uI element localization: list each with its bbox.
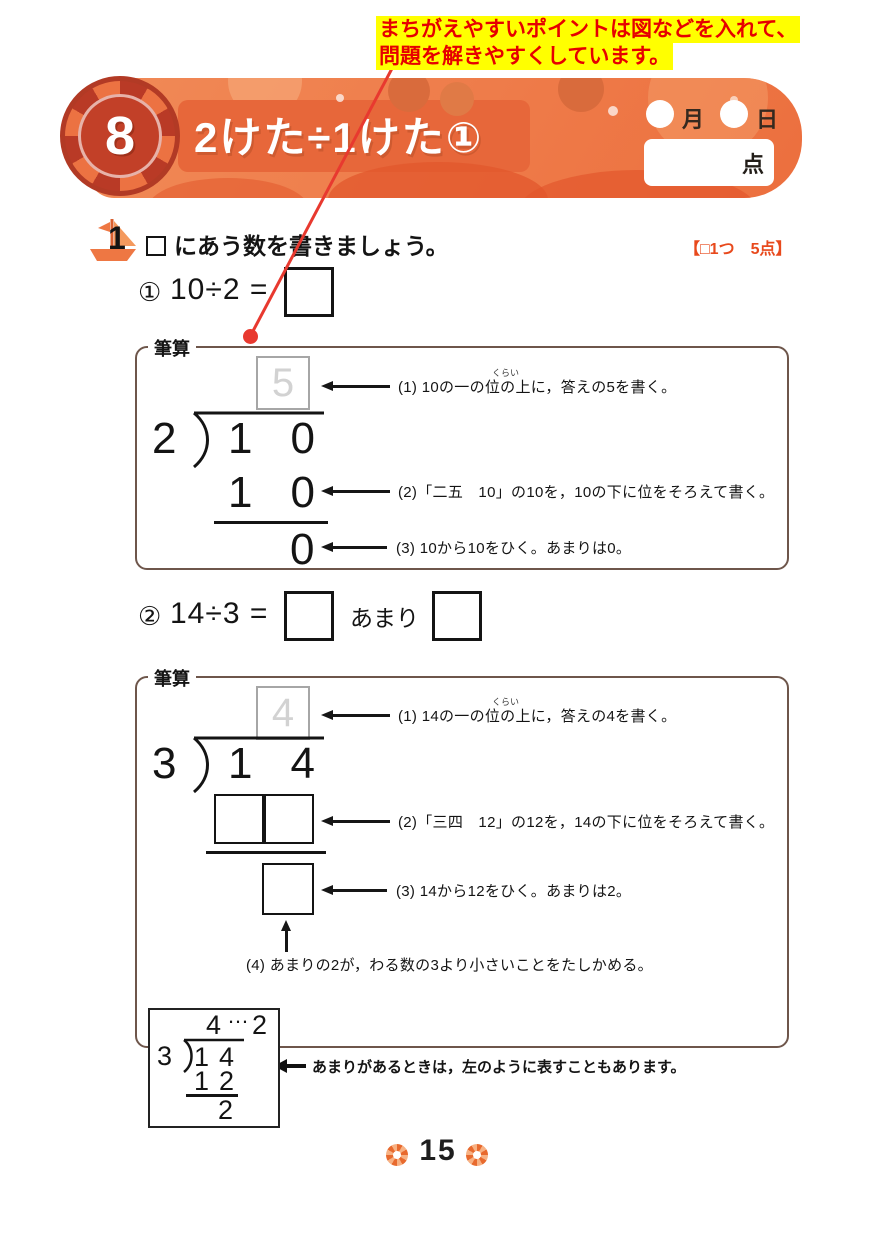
problem2-step-3: (3) 14から12をひく。あまりは2。 <box>396 883 632 900</box>
callout-pointer-dot <box>243 329 258 344</box>
month-input-circle[interactable] <box>646 100 674 128</box>
section-instruction-text: にあう数を書きましょう。 <box>174 233 449 259</box>
example-remainder-top: 2 <box>252 1010 268 1040</box>
problem2-remainder-label: あまり <box>350 605 419 631</box>
annotation-line-2: 問題を解きやすくしています。 <box>376 43 674 70</box>
division-bracket <box>183 1038 244 1073</box>
problem2-product-tens-box[interactable] <box>214 794 264 844</box>
problem1-furigana: くらい <box>492 368 520 378</box>
problem1-quotient-hint: 5 <box>271 360 295 405</box>
lesson-number: 8 <box>104 106 136 166</box>
banner-decoration <box>336 94 344 102</box>
left-arrow-icon <box>321 486 390 495</box>
page-title: 2けた÷1けた① <box>194 114 484 161</box>
problem1-step-1: (1) 10の一の位の上に，答えの5を書く。 <box>398 379 677 396</box>
problem1-expression: 10÷2 = <box>170 273 269 306</box>
month-label: 月 <box>682 107 705 132</box>
score-input-box[interactable]: 点 <box>644 139 774 186</box>
example-divisor: 3 <box>157 1041 173 1071</box>
problem2-dividend: 14 <box>228 739 353 788</box>
left-arrow-icon <box>274 1059 306 1073</box>
problem1-step-3: (3) 10から10をひく。あまりは0。 <box>396 540 632 557</box>
problem2-number: ② <box>138 601 162 631</box>
example-product: 12 <box>194 1066 245 1096</box>
subtraction-line <box>214 521 328 524</box>
day-label: 日 <box>756 107 779 132</box>
annotation-callout: まちがえやすいポイントは図などを入れて、 問題を解きやすくしています。 <box>376 16 801 70</box>
problem2-step-2: (2)「三四 12」の12を，14の下に位をそろえて書く。 <box>398 814 775 831</box>
example-remainder-dots: … <box>227 1003 249 1036</box>
flower-icon <box>466 1144 488 1166</box>
lesson-number-badge: 8 <box>60 76 180 196</box>
problem1-quotient-box[interactable]: 5 <box>256 356 310 410</box>
left-arrow-icon <box>321 816 390 825</box>
problem2-answer-box[interactable] <box>284 591 334 641</box>
page-number: 15 <box>419 1134 457 1167</box>
problem2-step-1: (1) 14の一の位の上に，答えの4を書く。 <box>398 708 677 725</box>
banner-decoration <box>388 78 430 112</box>
dots-glyph: … <box>227 1003 249 1028</box>
example-quotient: 4 <box>206 1010 222 1040</box>
section-instruction: にあう数を書きましょう。 <box>146 227 449 261</box>
problem1-dividend: 10 <box>228 414 353 463</box>
subtraction-line <box>206 851 326 854</box>
problem1-hissan-box <box>135 346 789 570</box>
points-label: 点 <box>741 151 764 177</box>
problem1-hissan-label: 筆算 <box>148 335 196 361</box>
banner-decoration <box>148 178 308 198</box>
left-arrow-icon <box>321 381 390 390</box>
blank-square-icon <box>146 236 166 256</box>
subtraction-line <box>186 1094 238 1097</box>
scoring-note: 【□1つ 5点】 <box>684 241 792 258</box>
example-dividend: 14 <box>194 1042 245 1072</box>
problem1-divisor: 2 <box>152 414 177 463</box>
problem2-hissan-box <box>135 676 789 1048</box>
problem2-furigana: くらい <box>492 697 520 707</box>
day-input-circle[interactable] <box>720 100 748 128</box>
problem1-number: ① <box>138 277 162 307</box>
problem2-hissan-label: 筆算 <box>148 665 196 691</box>
worked-example-box <box>148 1008 280 1128</box>
division-bracket <box>192 736 324 794</box>
banner-decoration <box>440 82 474 116</box>
up-arrow-icon <box>281 920 290 952</box>
annotation-line-1: まちがえやすいポイントは図などを入れて、 <box>376 16 801 43</box>
problem2-difference-box[interactable] <box>262 863 314 915</box>
flower-icon <box>386 1144 408 1166</box>
left-arrow-icon <box>321 885 387 894</box>
problem1-product: 10 <box>228 468 353 517</box>
boat-icon <box>90 219 136 261</box>
problem2-product-ones-box[interactable] <box>264 794 314 844</box>
problem2-quotient-box[interactable]: 4 <box>256 686 310 740</box>
problem1-answer-box[interactable] <box>284 267 334 317</box>
problem2-expression: 14÷3 = <box>170 597 269 630</box>
left-arrow-icon <box>321 542 387 551</box>
example-final-remainder: 2 <box>218 1095 234 1125</box>
problem1-step-2: (2)「二五 10」の10を，10の下に位をそろえて書く。 <box>398 484 775 501</box>
left-arrow-icon <box>321 710 390 719</box>
problem2-remainder-box[interactable] <box>432 591 482 641</box>
banner-decoration <box>608 106 618 116</box>
problem2-step-4: (4) あまりの2が，わる数の3より小さいことをたしかめる。 <box>246 957 653 974</box>
banner-decoration <box>558 78 604 112</box>
problem2-divisor: 3 <box>152 739 177 788</box>
lesson-number-badge-center: 8 <box>78 94 162 178</box>
division-bracket <box>192 411 324 469</box>
example-note: あまりがあるときは，左のように表すこともあります。 <box>312 1059 686 1076</box>
problem2-quotient-hint: 4 <box>271 690 295 735</box>
problem1-remainder: 0 <box>290 525 315 574</box>
section-number: 1 <box>108 220 126 256</box>
